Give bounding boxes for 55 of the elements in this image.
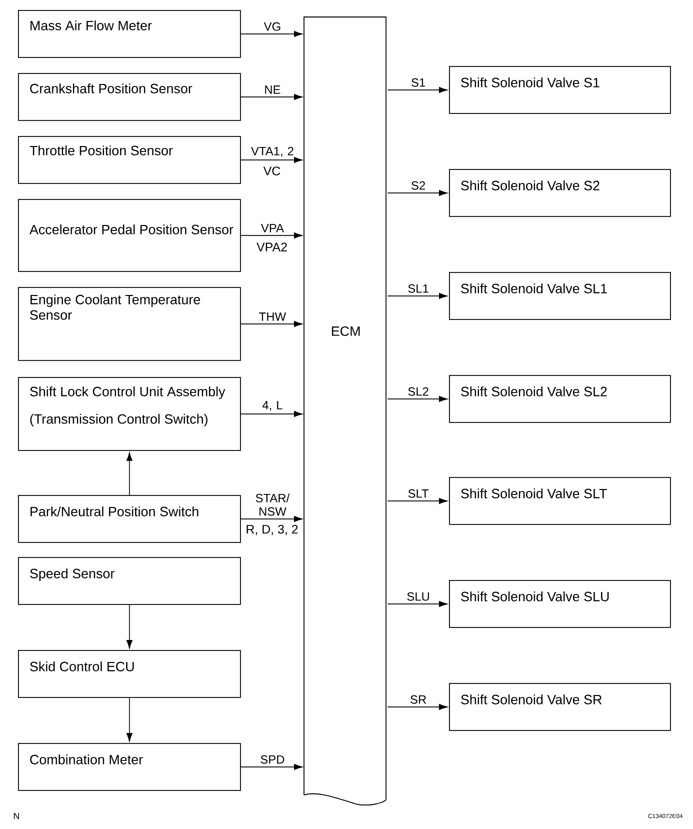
component-box: Accelerator Pedal Position Sensor <box>18 199 241 272</box>
arrow <box>387 396 448 402</box>
signal-label: VG <box>264 22 280 31</box>
signal-label: 4, L <box>262 401 282 411</box>
arrow <box>240 94 303 100</box>
signal-label: SPD <box>260 755 284 764</box>
signal-label: THW <box>259 312 286 321</box>
signal-label: R, D, 3, 2 <box>246 524 298 536</box>
component-box: Shift Solenoid Valve SL2 <box>449 375 671 423</box>
component-box: Shift Lock Control Unit Assembly (Transmission Control Switch) <box>18 377 241 451</box>
arrow <box>126 452 132 496</box>
arrow <box>387 190 448 196</box>
signal-label: VPA2 <box>256 242 287 252</box>
arrow <box>387 600 448 607</box>
arrow <box>387 498 448 504</box>
corner-letter: N <box>14 812 19 820</box>
signal-label: VTA1, 2 <box>251 146 294 157</box>
component-box: Shift Solenoid Valve SLT <box>449 477 671 525</box>
signal-label: SLT <box>408 489 429 498</box>
signal-label: STAR/ NSW <box>256 494 290 516</box>
signal-label: VC <box>263 166 280 176</box>
component-box: Crankshaft Position Sensor <box>18 73 241 121</box>
signal-label: S2 <box>412 181 425 190</box>
signal-label: SL1 <box>408 284 428 293</box>
component-box: Mass Air Flow Meter <box>18 10 241 58</box>
arrow <box>240 232 303 238</box>
signal-label: NE <box>265 86 280 94</box>
component-box: Shift Solenoid Valve SR <box>449 683 671 731</box>
signal-label: SL2 <box>408 387 428 396</box>
signal-label: SLU <box>407 592 429 601</box>
component-box: Shift Solenoid Valve S1 <box>449 66 671 114</box>
arrow <box>387 704 448 710</box>
component-box: Skid Control ECU <box>18 650 241 698</box>
arrow <box>240 764 303 770</box>
arrow <box>240 516 303 522</box>
component-box: Combination Meter <box>18 743 241 791</box>
arrow <box>240 320 303 327</box>
component-box: Shift Solenoid Valve SL1 <box>449 272 671 320</box>
component-box: Engine Coolant Temperature Sensor <box>18 287 241 361</box>
component-box: Shift Solenoid Valve SLU <box>449 580 671 628</box>
component-box: Park/Neutral Position Switch <box>18 495 241 543</box>
arrow <box>387 292 448 299</box>
component-box: Throttle Position Sensor <box>18 136 241 184</box>
component-box: Shift Solenoid Valve S2 <box>449 169 671 217</box>
arrow <box>240 410 303 417</box>
component-box: Speed Sensor <box>18 557 241 605</box>
arrow <box>126 698 132 742</box>
arrow <box>240 156 303 163</box>
arrow <box>240 30 303 37</box>
ecm-block: ECM <box>304 16 386 806</box>
signal-label: S1 <box>412 78 426 87</box>
arrow <box>387 86 448 93</box>
arrow <box>126 604 132 649</box>
signal-label: SR <box>410 695 426 704</box>
signal-label: VPA <box>260 224 284 232</box>
